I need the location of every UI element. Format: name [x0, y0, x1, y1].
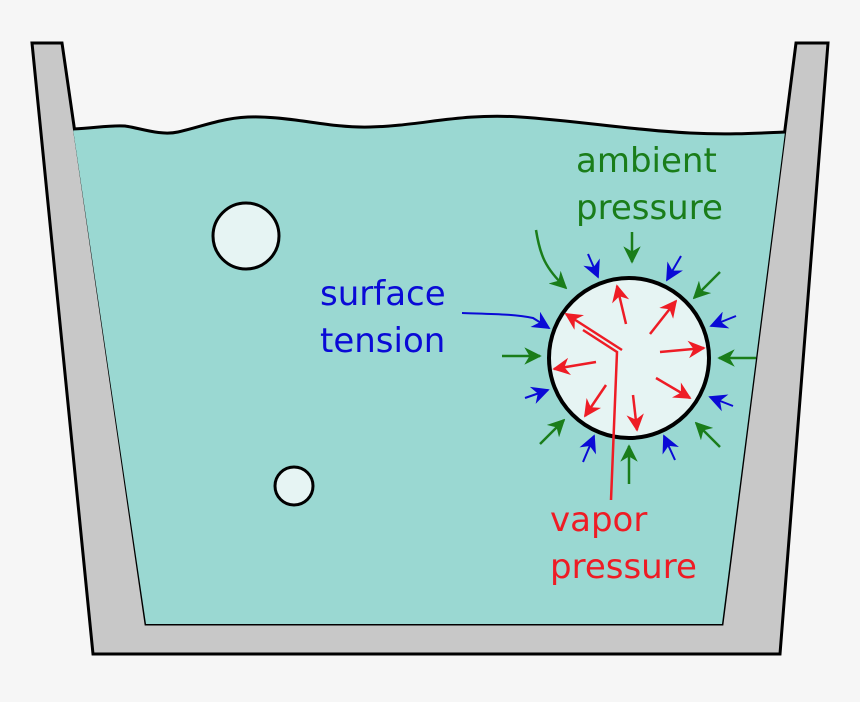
- main-bubble: [549, 278, 709, 438]
- ambient-label-line1: ambient: [576, 141, 717, 181]
- surface-label-line2: tension: [320, 321, 445, 361]
- small-bubble: [213, 203, 279, 269]
- vapor-label-line1: vapor: [550, 500, 647, 540]
- vapor-label-line2: pressure: [550, 547, 697, 587]
- ambient-label-line2: pressure: [576, 188, 723, 228]
- small-bubble: [275, 467, 313, 505]
- surface-label-line1: surface: [320, 274, 446, 314]
